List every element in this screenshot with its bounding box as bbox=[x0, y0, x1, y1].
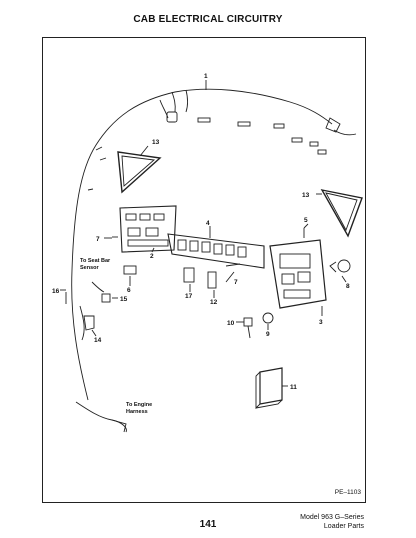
knob bbox=[337, 259, 351, 273]
connector-10 bbox=[243, 317, 253, 327]
main-harness bbox=[71, 88, 333, 401]
footer-model: Model 963 G–Series bbox=[300, 514, 364, 521]
switch-panel bbox=[119, 205, 177, 253]
callout-13-left: 13 bbox=[152, 139, 160, 146]
callout-8: 8 bbox=[346, 283, 350, 290]
callout-7-left: 7 bbox=[96, 236, 100, 243]
callout-15: 15 bbox=[120, 296, 128, 303]
switch-bar bbox=[167, 233, 265, 269]
callout-7-right: 7 bbox=[234, 279, 238, 286]
callout-13-right: 13 bbox=[302, 192, 310, 199]
instrument-panel bbox=[269, 239, 327, 309]
callout-11: 11 bbox=[290, 384, 297, 391]
switch-12 bbox=[207, 271, 217, 289]
page-title: CAB ELECTRICAL CIRCUITRY bbox=[133, 14, 283, 25]
footer-section: Loader Parts bbox=[323, 523, 364, 530]
callout-16: 16 bbox=[52, 288, 60, 295]
callout-1: 1 bbox=[204, 73, 208, 80]
control-module bbox=[259, 367, 283, 405]
callout-5: 5 bbox=[304, 217, 308, 224]
callout-10: 10 bbox=[227, 320, 235, 327]
page-number: 141 bbox=[199, 519, 217, 530]
switch-17 bbox=[183, 267, 195, 283]
footer-info: Model 963 G–Series Loader Parts bbox=[300, 513, 364, 531]
callout-12: 12 bbox=[210, 299, 218, 306]
seat-bar-label-line1: To Seat Bar bbox=[80, 258, 111, 264]
grommet bbox=[123, 265, 137, 275]
callout-3: 3 bbox=[319, 319, 323, 326]
callout-4: 4 bbox=[206, 220, 210, 227]
triangle-seal-right bbox=[320, 189, 363, 238]
callout-6: 6 bbox=[127, 287, 131, 294]
figure-reference-code: PE–1103 bbox=[334, 489, 361, 496]
diagram-frame bbox=[42, 37, 366, 503]
engine-harness-label-line1: To Engine bbox=[126, 402, 152, 408]
engine-harness-label-line2: Harness bbox=[126, 409, 148, 415]
callout-9: 9 bbox=[266, 331, 270, 338]
callout-17: 17 bbox=[185, 293, 193, 300]
triangle-seal-left bbox=[117, 151, 162, 194]
seat-bar-label-line2: Sensor bbox=[80, 265, 100, 271]
callout-14: 14 bbox=[94, 337, 102, 344]
sensor-15 bbox=[101, 293, 111, 303]
switch-9 bbox=[262, 312, 274, 324]
bracket-14 bbox=[83, 315, 95, 331]
callout-2: 2 bbox=[150, 253, 154, 260]
